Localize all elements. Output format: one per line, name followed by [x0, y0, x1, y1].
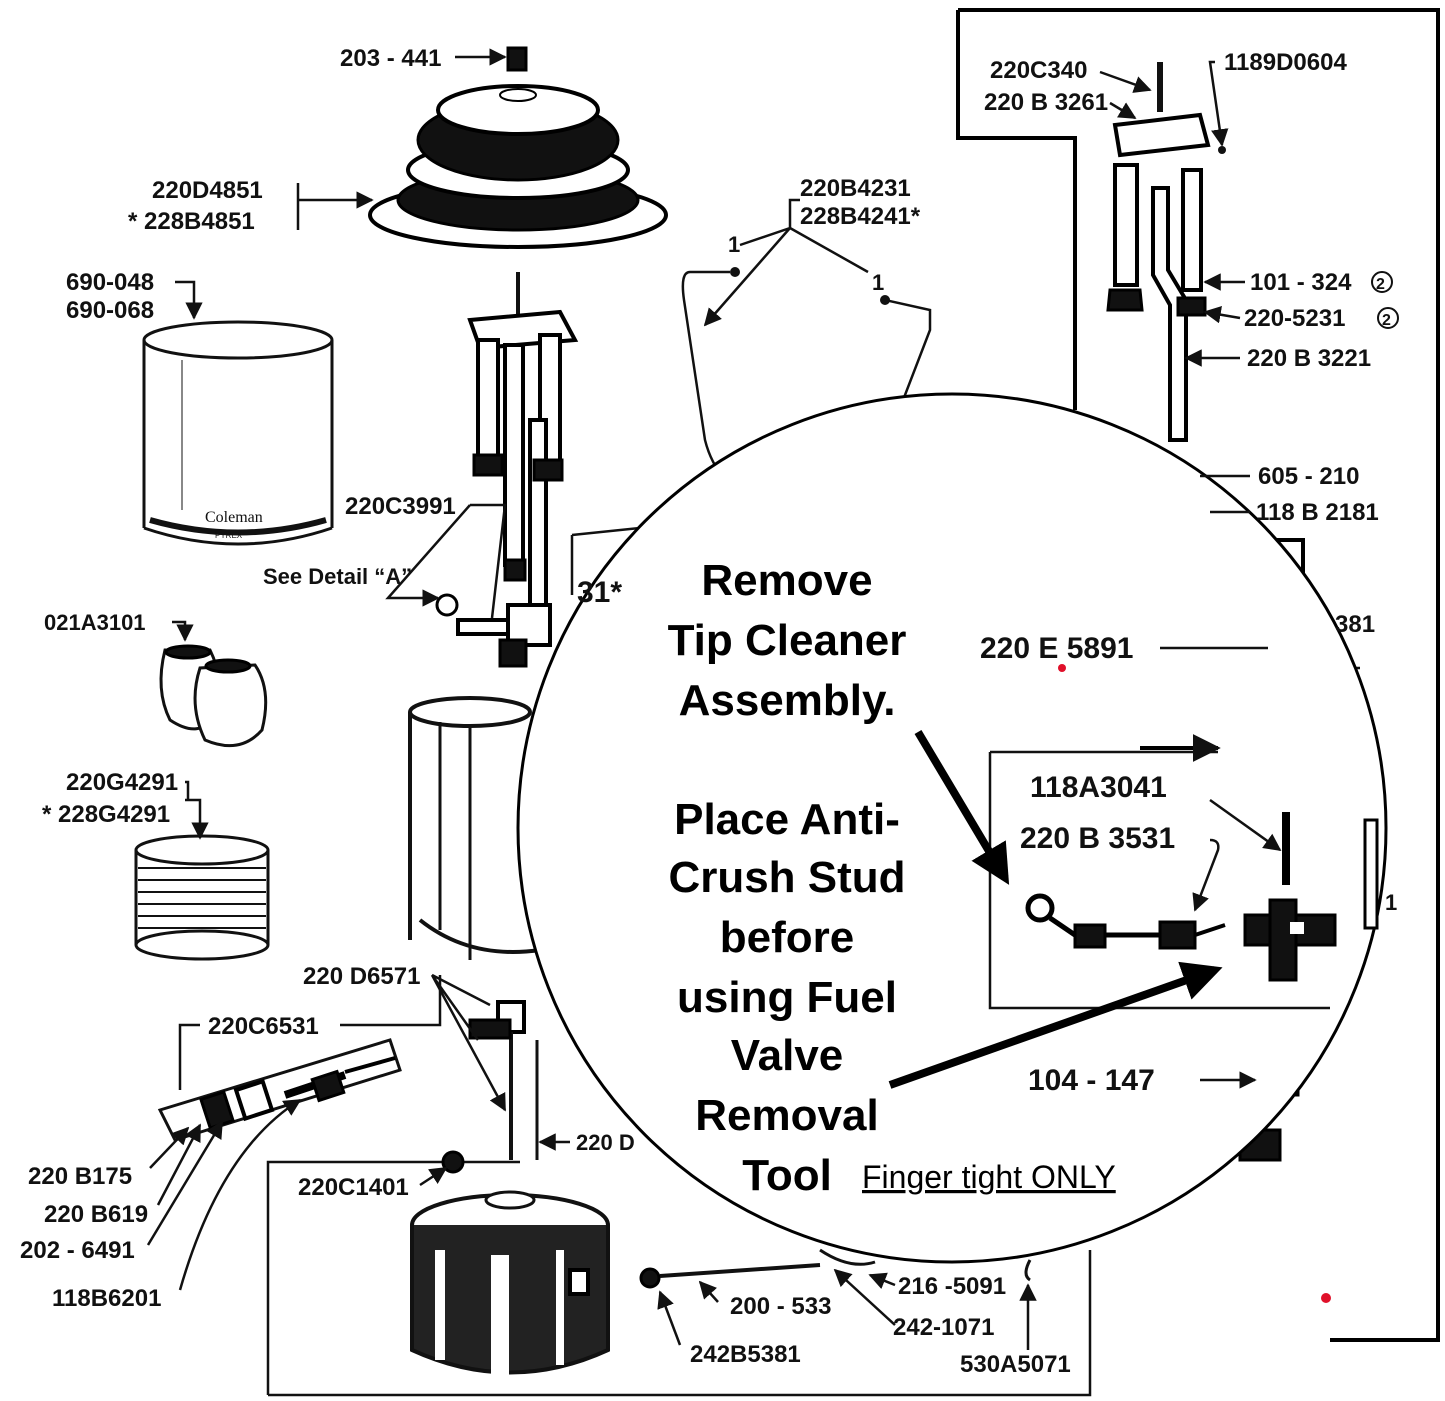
label-220D4851: 220D4851 — [152, 177, 263, 204]
label-118B2181: 118 B 2181 — [1256, 499, 1379, 526]
label-220B3261: 220 B 3261 — [984, 89, 1108, 116]
label-220C3991: 220C3991 — [345, 493, 456, 520]
instruction-text: Remove Tip Cleaner Assembly. Place Anti-… — [668, 556, 1116, 1200]
bottom-frame — [266, 1160, 1092, 1397]
leader-lines — [146, 48, 1250, 1350]
label-242B5381: 242B5381 — [690, 1341, 801, 1368]
instruction-line-3: Assembly. — [679, 676, 896, 725]
red-marker-dot-1 — [1058, 664, 1066, 672]
label-220B619: 220 B619 — [44, 1201, 148, 1228]
label-220D: 220 D — [576, 1130, 635, 1155]
label-220B175: 220 B175 — [28, 1163, 132, 1190]
label-101-324: 101 - 324 — [1250, 269, 1352, 296]
label-605-210: 605 - 210 — [1258, 463, 1359, 490]
instruction-line-9: Removal — [695, 1091, 878, 1140]
mid-frame — [570, 526, 641, 595]
circle-marker-2-a: 2 — [1371, 271, 1393, 293]
pump-tube-assembly — [157, 1038, 402, 1142]
red-marker-dot-2 — [1321, 1293, 1331, 1303]
finger-tight-note: Finger tight ONLY — [862, 1159, 1116, 1195]
label-381: 381 — [1335, 611, 1375, 638]
fuel-valve-assembly — [468, 1000, 539, 1160]
label-220E5891: 220 E 5891 — [980, 632, 1133, 665]
label-690-048: 690-048 — [66, 269, 154, 296]
instruction-line-8: Valve — [731, 1031, 844, 1080]
label-242-1071: 242-1071 — [893, 1314, 994, 1341]
frame-cage — [408, 696, 541, 960]
globe-sub-text: PYREX — [215, 531, 243, 540]
instruction-line-7: using Fuel — [677, 973, 897, 1022]
label-104-147: 104 - 147 — [1028, 1064, 1155, 1097]
glass-globe: Coleman PYREX — [142, 320, 334, 546]
label-bail-mark-1: 1 — [728, 232, 740, 257]
label-228G4291: * 228G4291 — [42, 801, 170, 828]
instruction-line-4: Place Anti- — [674, 795, 900, 844]
mantles — [159, 644, 268, 748]
label-220B4231: 220B4231 — [800, 175, 911, 202]
label-220-5231: 220-5231 — [1244, 305, 1345, 332]
instruction-line-1: Remove — [701, 556, 872, 605]
circle-marker-2-b-text: 2 — [1382, 312, 1391, 329]
label-530A5071: 530A5071 — [960, 1351, 1071, 1378]
label-200-533: 200 - 533 — [730, 1293, 831, 1320]
label-220G4291: 220G4291 — [66, 769, 178, 796]
label-220B3531: 220 B 3531 — [1020, 822, 1175, 855]
label-220C1401: 220C1401 — [298, 1174, 409, 1201]
label-220D6571: 220 D6571 — [303, 963, 420, 990]
part-labels: 203 - 441 220D4851 * 228B4851 690-048 69… — [20, 45, 1399, 1378]
label-202-6491: 202 - 6491 — [20, 1237, 135, 1264]
label-690-068: 690-068 — [66, 297, 154, 324]
label-220B3221: 220 B 3221 — [1247, 345, 1371, 372]
label-1-partial: 1 — [1385, 890, 1397, 915]
fuel-tank — [410, 1190, 610, 1375]
detail-generator-parts — [1106, 62, 1305, 1162]
instruction-line-10: Tool — [742, 1151, 832, 1200]
magnifier-callout — [516, 392, 1388, 1264]
label-118A3041: 118A3041 — [1030, 771, 1167, 804]
globe-brand-text: Coleman — [205, 509, 263, 526]
misc-small-parts — [441, 1150, 1032, 1289]
circle-marker-2-b: 2 — [1377, 307, 1399, 329]
label-021A3101: 021A3101 — [44, 610, 146, 635]
generator-assembly — [435, 272, 579, 668]
label-31-partial: 31* — [577, 576, 622, 609]
label-203-441: 203 - 441 — [340, 45, 441, 72]
label-bail-mark-2: 1 — [872, 270, 884, 295]
label-220C6531: 220C6531 — [208, 1013, 319, 1040]
ventilator-cap — [368, 46, 668, 249]
label-216-5091: 216 -5091 — [898, 1273, 1006, 1300]
instruction-line-6: before — [720, 913, 854, 962]
label-228B4241: 228B4241* — [800, 203, 921, 230]
label-1189D0604: 1189D0604 — [1224, 49, 1347, 76]
label-see-detail-a: See Detail “A” — [263, 564, 412, 589]
label-220C340: 220C340 — [990, 57, 1087, 84]
label-228B4851: * 228B4851 — [128, 208, 255, 235]
instruction-line-5: Crush Stud — [668, 853, 905, 902]
instruction-line-2: Tip Cleaner — [668, 616, 907, 665]
label-118B6201: 118B6201 — [52, 1285, 161, 1312]
circle-marker-2-a-text: 2 — [1376, 276, 1385, 293]
collar-ring — [134, 834, 270, 961]
